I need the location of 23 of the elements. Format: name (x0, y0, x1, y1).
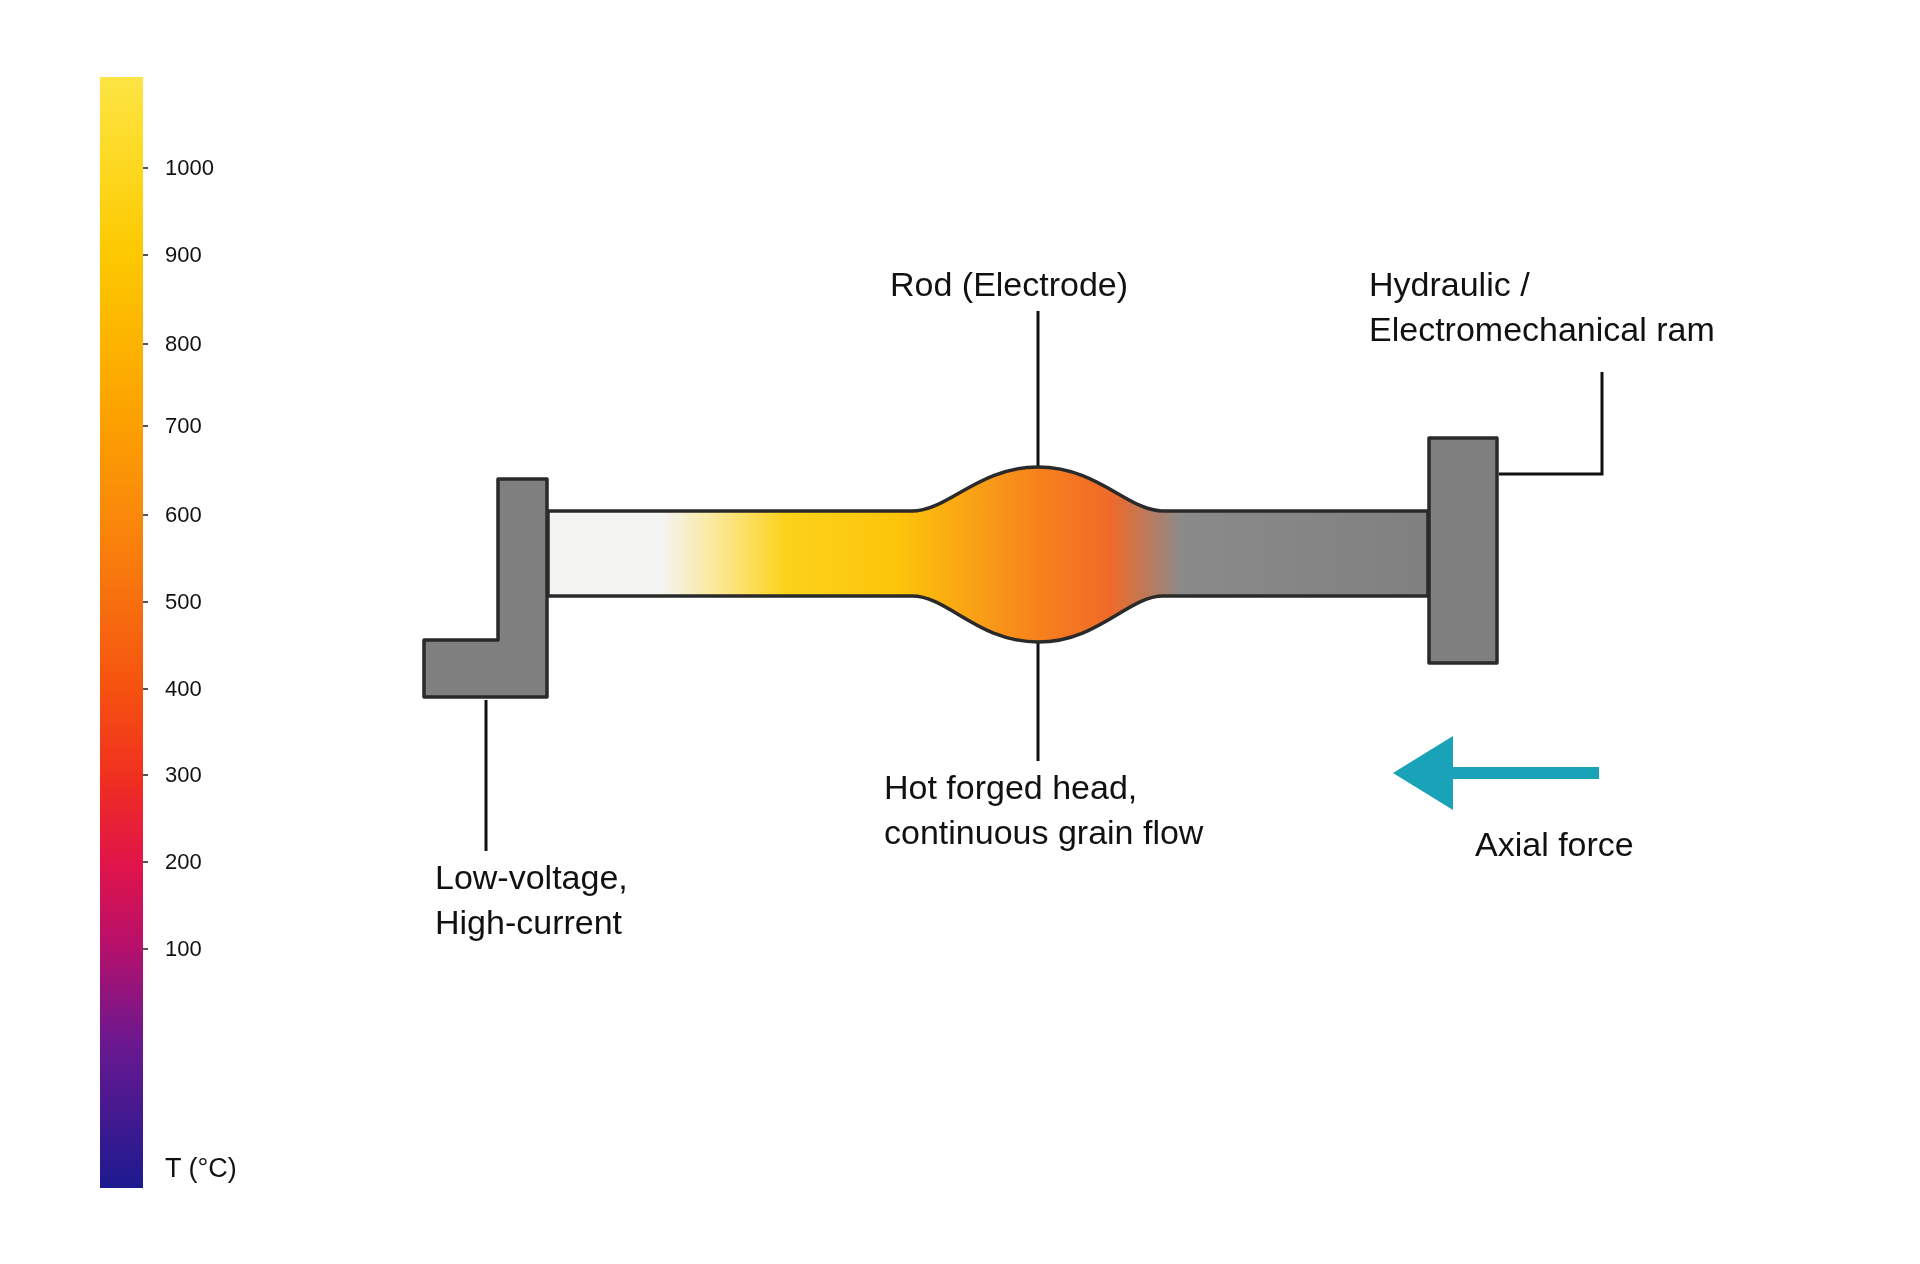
electrode-clamp (421, 476, 550, 700)
tick-label: 800 (165, 331, 202, 357)
heated-rod (548, 465, 1428, 645)
callout-label: Low-voltage, High-current (435, 855, 695, 945)
tick-label: 900 (165, 242, 202, 268)
tick-label: 500 (165, 589, 202, 615)
force-label: Axial force (1475, 824, 1634, 865)
tick-label: 100 (165, 936, 202, 962)
callout-label: Rod (Electrode) (890, 262, 1190, 307)
callout-label: Hydraulic / Electromechanical ram (1369, 262, 1789, 352)
tick-label: 1000 (165, 155, 214, 181)
tick-label: 600 (165, 502, 202, 528)
callout-label: Hot forged head, continuous grain flow (884, 765, 1284, 855)
tick-label: 700 (165, 413, 202, 439)
leader-line (484, 700, 488, 851)
tick-label: 400 (165, 676, 202, 702)
axis-title: T (°C) (165, 1152, 237, 1184)
ram-block (1427, 436, 1499, 665)
leader-line (1499, 372, 1604, 476)
leader-line (1036, 311, 1040, 467)
leader-line (1036, 642, 1040, 761)
tick-label: 200 (165, 849, 202, 875)
tick-label: 300 (165, 762, 202, 788)
